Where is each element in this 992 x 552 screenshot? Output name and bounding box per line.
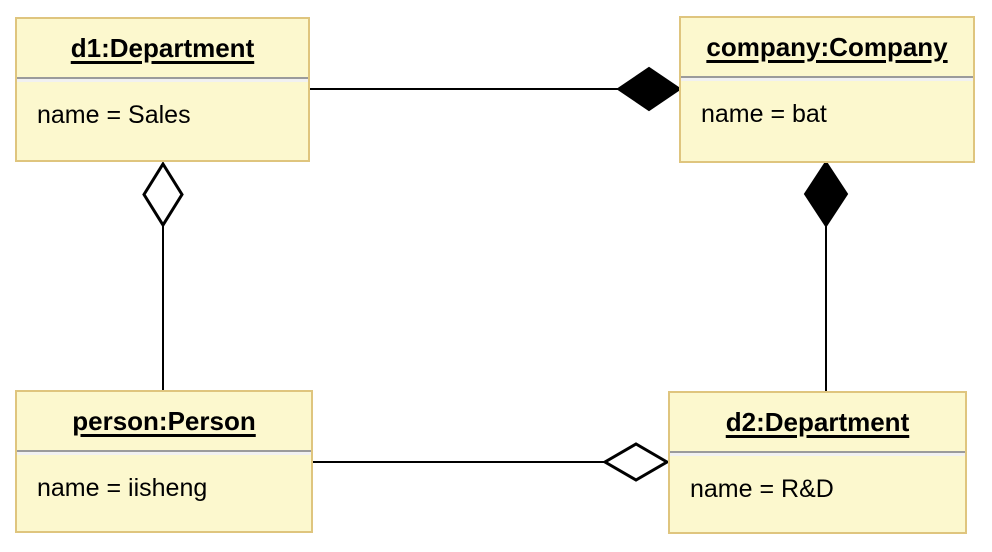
- hollow-diamond-icon: [602, 442, 670, 482]
- object-title: d1:Department: [70, 32, 255, 63]
- object-node-d2-department: d2:Department name = R&D: [668, 391, 967, 534]
- object-header: d2:Department: [670, 393, 965, 451]
- object-header: d1:Department: [17, 19, 308, 77]
- hollow-diamond-icon: [142, 161, 184, 228]
- object-node-d1-department: d1:Department name = Sales: [15, 17, 310, 162]
- filled-diamond-icon: [616, 66, 682, 112]
- edge-d1-person-aggregation: [142, 161, 184, 390]
- edge-d1-company-composition: [310, 66, 682, 112]
- object-attribute: name = iisheng: [17, 450, 311, 503]
- object-node-company: company:Company name = bat: [679, 16, 975, 163]
- object-header: person:Person: [17, 392, 311, 450]
- filled-diamond-icon: [803, 160, 849, 228]
- object-node-person: person:Person name = iisheng: [15, 390, 313, 533]
- object-header: company:Company: [681, 18, 973, 76]
- object-title: d2:Department: [725, 406, 910, 437]
- edge-company-d2-composition: [803, 160, 849, 391]
- object-attribute: name = Sales: [17, 77, 308, 130]
- object-attribute: name = R&D: [670, 451, 965, 504]
- object-attribute: name = bat: [681, 76, 973, 129]
- object-title: company:Company: [706, 31, 948, 62]
- object-title: person:Person: [72, 405, 256, 436]
- edge-person-d2-aggregation: [313, 442, 670, 482]
